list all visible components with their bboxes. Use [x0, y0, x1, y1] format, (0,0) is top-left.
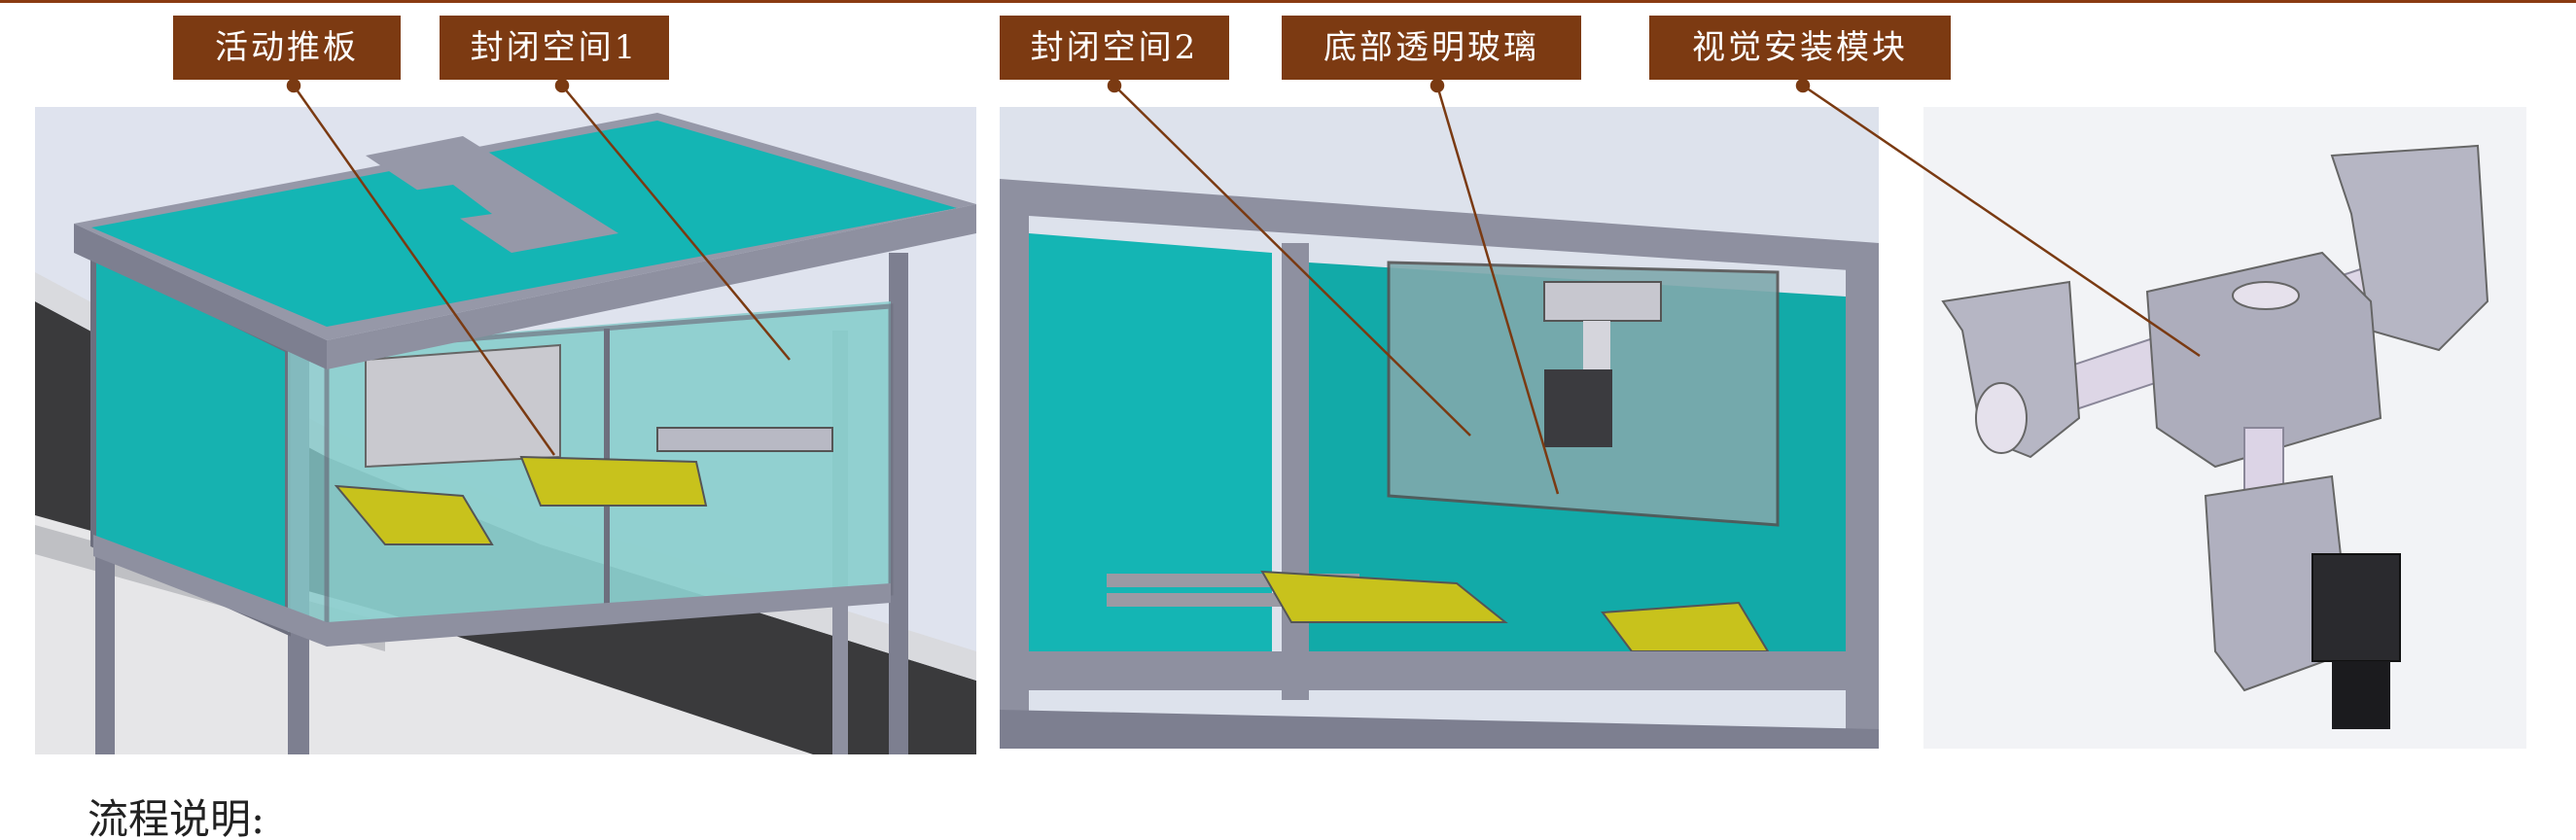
leader-dot-vision-module — [1795, 78, 1811, 93]
top-rule — [0, 0, 2576, 3]
label-bottom-glass: 底部透明玻璃 — [1282, 16, 1581, 80]
leader-dot-movable-plate — [286, 78, 301, 93]
label-enclosed-space-2: 封闭空间2 — [1000, 16, 1229, 80]
enclosed-space-render — [1000, 107, 1879, 749]
label-enclosed-space-1: 封闭空间1 — [440, 16, 669, 80]
vision-module-render — [1923, 107, 2526, 749]
label-vision-module: 视觉安装模块 — [1649, 16, 1951, 80]
label-movable-plate: 活动推板 — [173, 16, 401, 80]
process-heading: 流程说明: — [88, 795, 265, 840]
leader-dot-bottom-glass — [1429, 78, 1445, 93]
vision-module-render-panel — [1923, 107, 2526, 749]
enclosure-render-panel — [35, 107, 976, 754]
leader-dot-enclosed-space-1 — [554, 78, 570, 93]
enclosed-space-render-panel — [1000, 107, 1879, 749]
leader-dot-enclosed-space-2 — [1107, 78, 1122, 93]
enclosure-render — [35, 113, 976, 754]
